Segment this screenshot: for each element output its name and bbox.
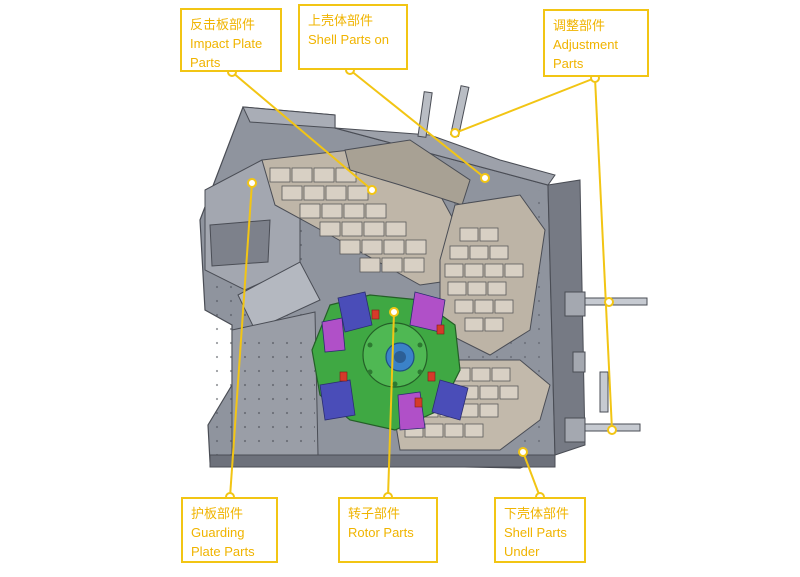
callout-guarding-plate-en2: Plate Parts [191, 544, 255, 559]
callout-adjustment-en2: Parts [553, 56, 584, 71]
callout-guarding-plate: 护板部件 Guarding Plate Parts [181, 497, 278, 563]
impact-liner-blocks [269, 167, 427, 273]
anchor-rotor-target [389, 307, 399, 317]
leader-shell-under [522, 451, 541, 498]
right-liner-assembly [439, 194, 546, 356]
chute-lower-holes [235, 335, 315, 450]
callout-guarding-plate-en1: Guarding [191, 525, 245, 540]
callout-adjustment-zh: 调整部件 [553, 18, 606, 33]
rotor-shaft-inner [394, 351, 406, 363]
anchor-adjust-side1 [604, 297, 614, 307]
callout-guarding-plate-zh: 护板部件 [191, 506, 244, 521]
callout-shell-on: 上壳体部件 Shell Parts on [298, 4, 408, 70]
wedge-clamps [339, 309, 445, 408]
anchor-guard-target [247, 178, 257, 188]
housing-base-rail [209, 454, 556, 468]
rotor-assembly [311, 291, 469, 431]
leader-lines [229, 69, 613, 498]
callout-impact-plate-en1: Impact Plate [190, 36, 263, 51]
leader-shell-on [349, 69, 486, 179]
anchor-adjust-top [450, 128, 460, 138]
leader-adjustment-top [454, 77, 596, 134]
chute-plate-2 [237, 261, 321, 331]
anchor-dots [225, 65, 617, 502]
callout-shell-on-zh: 上壳体部件 [308, 13, 374, 28]
callout-adjustment: 调整部件 Adjustment Parts [543, 9, 649, 77]
leader-rotor [387, 311, 395, 498]
callout-rotor-zh: 转子部件 [348, 506, 401, 521]
callout-impact-plate-zh: 反击板部件 [190, 17, 256, 32]
callout-rotor: 转子部件 Rotor Parts [338, 497, 438, 563]
callout-adjustment-en1: Adjustment [553, 37, 619, 52]
housing-top-cover [334, 127, 556, 186]
impact-plate-assembly [261, 139, 471, 286]
right-liner-blocks [444, 227, 524, 332]
callout-rotor-en1: Rotor Parts [348, 525, 414, 540]
anchor-shellun-target [518, 447, 528, 457]
leader-adjustment-side [594, 77, 613, 431]
callout-shell-under-en2: Under [504, 544, 540, 559]
anchor-adjust-side2 [607, 425, 617, 435]
callout-shell-under-en1: Shell Parts [504, 525, 567, 540]
callout-shell-under-zh: 下壳体部件 [504, 506, 570, 521]
callout-impact-plate-en2: Parts [190, 55, 221, 70]
adjustment-rods [417, 85, 648, 443]
leader-impact-plate [231, 71, 373, 191]
callout-shell-under: 下壳体部件 Shell Parts Under [494, 497, 586, 563]
callout-shell-on-en1: Shell Parts on [308, 32, 389, 47]
callout-impact-plate: 反击板部件 Impact Plate Parts [180, 8, 282, 72]
leader-guarding-plate [229, 182, 253, 498]
feed-chute [204, 159, 321, 456]
anchor-impact-target [367, 185, 377, 195]
anchor-shellon-target [480, 173, 490, 183]
housing-right-side [547, 179, 586, 456]
chute-plate-1 [209, 219, 271, 267]
